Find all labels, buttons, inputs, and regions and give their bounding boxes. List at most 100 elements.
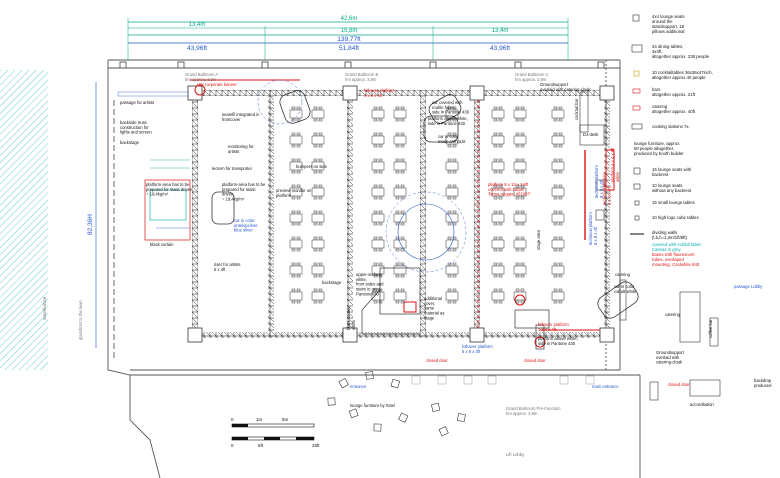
chair <box>498 196 503 200</box>
chair <box>318 300 323 304</box>
chair <box>395 196 400 200</box>
chair <box>515 300 520 304</box>
chair <box>296 158 301 162</box>
chair <box>395 132 400 136</box>
dining-table <box>513 109 527 119</box>
chair <box>378 300 383 304</box>
chair <box>553 262 558 266</box>
chair <box>395 236 400 240</box>
chair <box>395 262 400 266</box>
chair <box>515 106 520 110</box>
chair <box>515 262 520 266</box>
chair <box>447 144 452 148</box>
legend-cocktail-tables: 10 cocktailtables 36x36x47inch,altogethe… <box>633 70 713 80</box>
pillar <box>585 375 595 385</box>
chair <box>493 248 498 252</box>
chair <box>553 196 558 200</box>
chair <box>558 118 563 122</box>
chair <box>400 288 405 292</box>
chair <box>313 106 318 110</box>
dining-table <box>491 135 505 145</box>
dim-seg-1: 13,4m <box>189 22 206 28</box>
chair <box>373 144 378 148</box>
closed-door-3-label: closed door <box>668 382 690 387</box>
chair <box>493 236 498 240</box>
chair <box>515 196 520 200</box>
chair <box>395 248 400 252</box>
chair <box>447 158 452 162</box>
chair <box>515 144 520 148</box>
chair <box>378 262 383 266</box>
right-area <box>579 91 721 401</box>
chair <box>400 118 405 122</box>
dim-seg-2: 15,8m <box>341 28 358 34</box>
chair <box>400 196 405 200</box>
chair <box>373 106 378 110</box>
dining-table <box>551 239 565 249</box>
chair <box>515 222 520 226</box>
chair <box>313 144 318 148</box>
chair <box>515 132 520 136</box>
dining-table <box>551 187 565 197</box>
chair <box>520 288 525 292</box>
scale-m-5: 5m <box>282 417 289 422</box>
chair <box>452 274 457 278</box>
dining-table <box>393 213 407 223</box>
prefunction-pillars <box>411 375 595 385</box>
car-icon <box>423 115 459 143</box>
building-walls <box>107 59 641 478</box>
chair <box>373 300 378 304</box>
catering-1-label: catering <box>615 272 631 277</box>
dining-table <box>289 265 303 275</box>
chair <box>291 184 296 188</box>
dining-table <box>551 109 565 119</box>
chair <box>493 210 498 214</box>
dining-table <box>289 213 303 223</box>
chair <box>291 236 296 240</box>
dining-table <box>289 135 303 145</box>
dining-table <box>445 239 459 249</box>
chair <box>515 118 520 122</box>
chair <box>558 222 563 226</box>
chair <box>400 170 405 174</box>
dim-left-ft: 43,96ft <box>187 45 207 52</box>
chair <box>378 248 383 252</box>
chair <box>498 118 503 122</box>
chair <box>296 106 301 110</box>
dim-mid-ft: 51,84ft <box>339 45 359 52</box>
chair <box>452 196 457 200</box>
chair <box>452 184 457 188</box>
chair <box>515 184 520 188</box>
passage-lobby-label: passage Lobby <box>734 284 763 289</box>
chair <box>373 196 378 200</box>
chair <box>318 222 323 226</box>
chair <box>553 248 558 252</box>
chair <box>553 158 558 162</box>
vw-banner-label: VW corporate banner <box>197 82 237 87</box>
chair <box>447 184 452 188</box>
lounge-seat <box>327 397 336 406</box>
chair <box>452 236 457 240</box>
chair <box>558 144 563 148</box>
chair <box>313 300 318 304</box>
water-feature: waterfeature glassfront to the lawn <box>0 70 83 370</box>
chair <box>373 236 378 240</box>
chair <box>400 300 405 304</box>
chair <box>313 158 318 162</box>
chair <box>296 222 301 226</box>
